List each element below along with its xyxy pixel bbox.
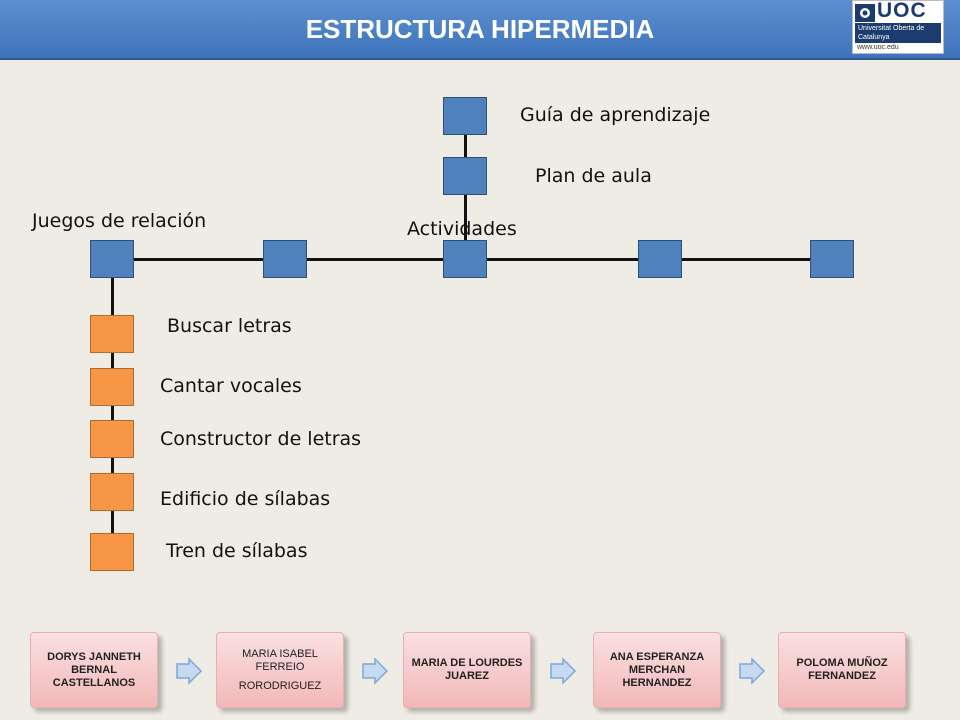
node-main-2[interactable] <box>263 240 307 278</box>
label-juegos-relacion: Juegos de relación <box>32 210 207 232</box>
author-name-3: MARIA DE LOURDES JUAREZ <box>411 657 523 682</box>
node-tren-silabas[interactable] <box>90 533 134 571</box>
label-actividades: Actividades <box>407 218 517 240</box>
page-title: ESTRUCTURA HIPERMEDIA <box>305 14 655 44</box>
chevron-arrow-icon-2 <box>362 657 389 685</box>
chevron-arrow-icon-3 <box>550 657 577 685</box>
label-buscar-letras: Buscar letras <box>167 315 292 337</box>
node-guia-aprendizaje[interactable] <box>443 97 487 135</box>
node-buscar-letras[interactable] <box>90 315 134 353</box>
author-card-4: ANA ESPERANZA MERCHAN HERNANDEZ <box>593 632 721 708</box>
logo-url: www.uoc.edu <box>857 44 899 51</box>
label-plan-aula: Plan de aula <box>535 165 652 187</box>
node-plan-aula[interactable] <box>443 157 487 195</box>
node-main-5[interactable] <box>810 240 854 278</box>
label-cantar-vocales: Cantar vocales <box>160 375 302 397</box>
label-guia-aprendizaje: Guía de aprendizaje <box>520 104 711 126</box>
node-actividades[interactable] <box>443 240 487 278</box>
author-card-3: MARIA DE LOURDES JUAREZ <box>403 632 531 708</box>
label-constructor-letras: Constructor de letras <box>160 428 362 450</box>
node-constructor-letras[interactable] <box>90 420 134 458</box>
uoc-logo: UOC Universitat Oberta de Catalunya www.… <box>852 0 944 54</box>
author-card-2: MARIA ISABEL FERREIO RORODRIGUEZ <box>216 632 344 708</box>
left-vertical-line <box>111 260 114 552</box>
chevron-arrow-icon-4 <box>739 657 766 685</box>
node-edificio-silabas[interactable] <box>90 473 134 511</box>
logo-band: Universitat Oberta de Catalunya <box>855 23 941 43</box>
author-card-5: POLOMA MUÑOZ FERNANDEZ <box>778 632 906 708</box>
author-name-1: DORYS JANNETH BERNAL CASTELLANOS <box>47 650 141 689</box>
title-bar: ESTRUCTURA HIPERMEDIA UOC Universitat Ob… <box>0 0 960 60</box>
author-name-2a: MARIA ISABEL FERREIO <box>242 647 318 673</box>
node-cantar-vocales[interactable] <box>90 368 134 406</box>
node-main-4[interactable] <box>638 240 682 278</box>
author-name-5: POLOMA MUÑOZ FERNANDEZ <box>796 657 888 682</box>
logo-word: UOC <box>877 0 927 22</box>
chevron-arrow-icon-1 <box>176 657 203 685</box>
author-name-4: ANA ESPERANZA MERCHAN HERNANDEZ <box>609 650 705 689</box>
author-name-2b: RORODRIGUEZ <box>238 679 322 692</box>
node-juegos-relacion[interactable] <box>90 240 134 278</box>
label-tren-silabas: Tren de sílabas <box>166 540 308 562</box>
uoc-logo-mark-icon <box>855 4 875 22</box>
author-card-1: DORYS JANNETH BERNAL CASTELLANOS <box>30 632 158 708</box>
label-edificio-silabas: Edificio de sílabas <box>160 488 331 510</box>
